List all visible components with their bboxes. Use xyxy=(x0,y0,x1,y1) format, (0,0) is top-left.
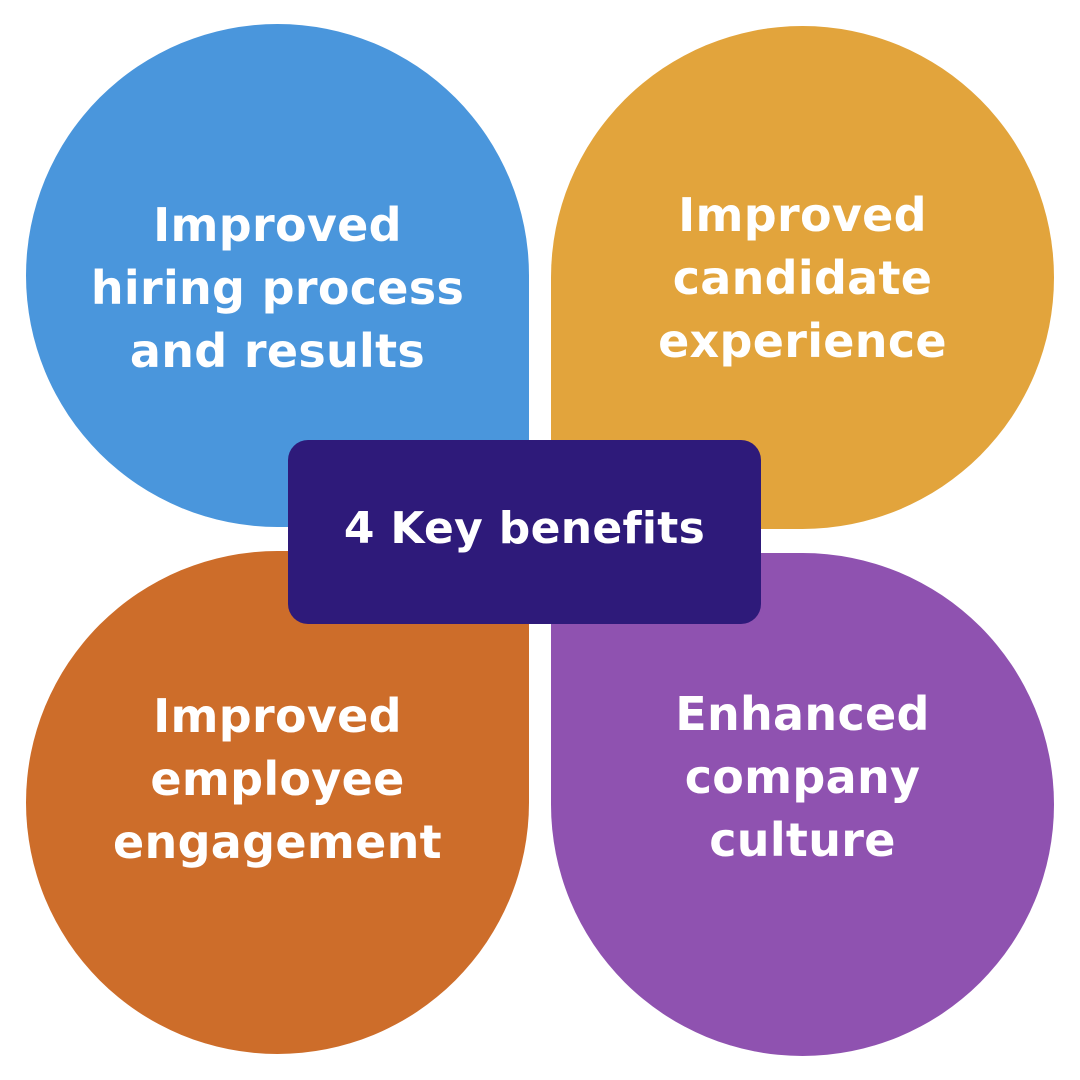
benefit-label-candidate-experience: Improved candidate experience xyxy=(658,188,947,368)
benefit-label-employee-engagement: Improved employee engagement xyxy=(113,689,442,869)
benefit-petal-hiring: Improved hiring process and results xyxy=(26,24,529,527)
center-title: 4 Key benefits xyxy=(343,502,706,554)
benefit-label-hiring: Improved hiring process and results xyxy=(90,198,465,378)
benefit-petal-company-culture: Enhanced company culture xyxy=(551,553,1054,1056)
benefit-label-company-culture: Enhanced company culture xyxy=(675,687,930,867)
benefit-petal-employee-engagement: Improved employee engagement xyxy=(26,551,529,1054)
center-title-box: 4 Key benefits xyxy=(288,440,761,624)
